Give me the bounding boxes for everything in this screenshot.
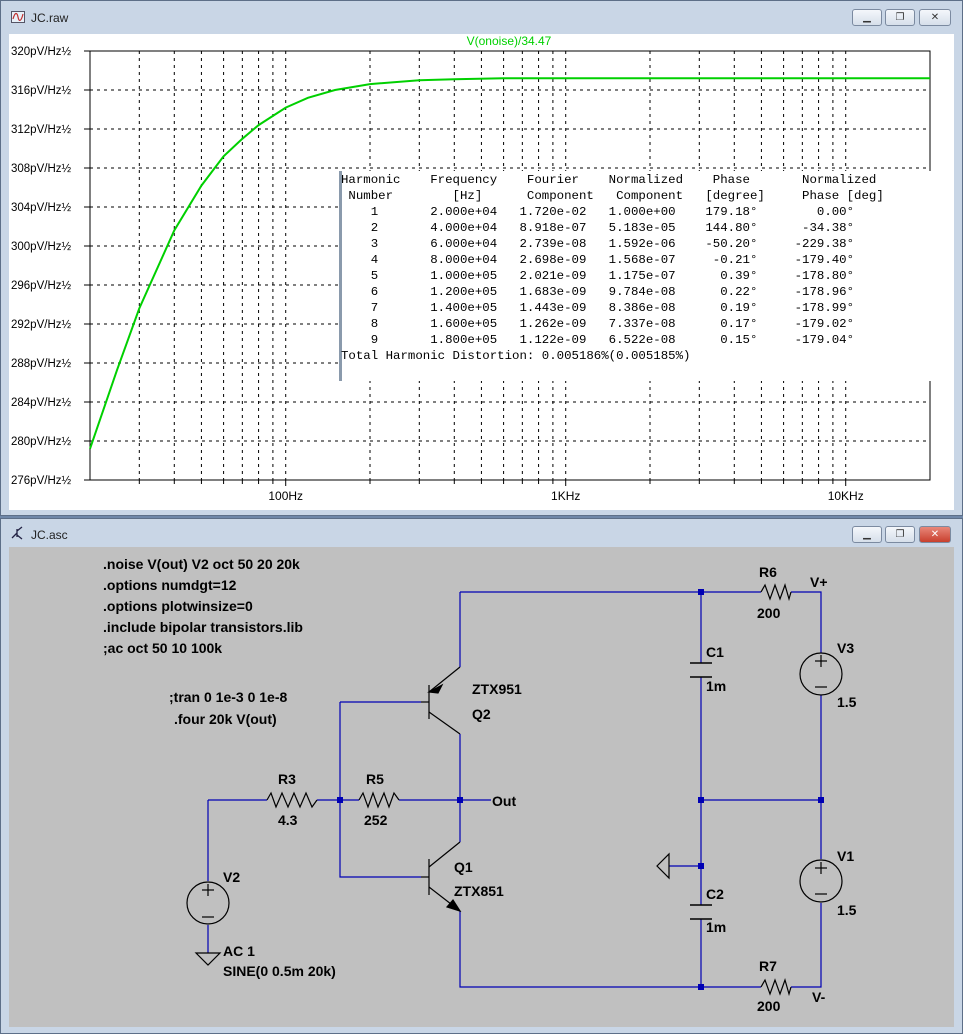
q2-label[interactable]: Q2 — [472, 706, 491, 722]
r7-resistor-symbol[interactable] — [760, 978, 792, 997]
vplus-net-label[interactable]: V+ — [810, 574, 828, 590]
y-tick-label: 308pV/Hz½ — [11, 163, 72, 175]
schematic-drawing[interactable]: .noise V(out) V2 oct 50 20 20k .options … — [9, 547, 954, 1027]
schematic-window-icon — [11, 526, 23, 540]
v2-voltage-source-symbol[interactable] — [186, 881, 230, 925]
maximize-button[interactable]: ❐ — [885, 9, 915, 26]
y-tick-label: 296pV/Hz½ — [11, 280, 72, 292]
out-net-label[interactable]: Out — [492, 793, 516, 809]
v3-voltage-source-symbol[interactable] — [799, 652, 843, 696]
r7-label[interactable]: R7 — [759, 958, 777, 974]
fourier-table-scrollbar[interactable] — [339, 171, 342, 381]
wires — [207, 591, 822, 988]
q1-label[interactable]: Q1 — [454, 859, 473, 875]
spice-directive[interactable]: ;tran 0 1e-3 0 1e-8 — [169, 689, 287, 705]
v1-value[interactable]: 1.5 — [837, 902, 857, 918]
trace-series — [89, 77, 930, 450]
r6-label[interactable]: R6 — [759, 564, 777, 580]
y-tick-label: 284pV/Hz½ — [11, 397, 72, 409]
x-tick-label: 100Hz — [268, 489, 303, 503]
q2-pnp-transistor-symbol[interactable] — [421, 666, 461, 735]
r3-value[interactable]: 4.3 — [278, 812, 298, 828]
fourier-row: 1 2.000e+04 1.720e-02 1.000e+00 179.18° … — [341, 205, 855, 219]
schematic-window-titlebar[interactable]: JC.asc ▁ ❐ ✕ — [1, 519, 962, 551]
schematic-window: JC.asc ▁ ❐ ✕ — [0, 518, 963, 1034]
spice-directive[interactable]: .options plotwinsize=0 — [103, 598, 253, 614]
v2-sine-value[interactable]: SINE(0 0.5m 20k) — [223, 963, 336, 979]
close-button[interactable]: ✕ — [919, 9, 951, 26]
c2-label[interactable]: C2 — [706, 886, 724, 902]
v3-value[interactable]: 1.5 — [837, 694, 857, 710]
c1-value[interactable]: 1m — [706, 678, 726, 694]
y-tick-label: 292pV/Hz½ — [11, 319, 72, 331]
r5-value[interactable]: 252 — [364, 812, 388, 828]
ground-symbol — [194, 952, 222, 966]
fourier-row: 9 1.800e+05 1.122e-09 6.522e-08 0.15° -1… — [341, 333, 855, 347]
v1-voltage-source-symbol[interactable] — [799, 859, 843, 903]
y-tick-label: 280pV/Hz½ — [11, 436, 72, 448]
c2-value[interactable]: 1m — [706, 919, 726, 935]
fourier-header-1: Harmonic Frequency Fourier Normalized Ph… — [341, 173, 877, 187]
y-tick-label: 320pV/Hz½ — [11, 46, 72, 58]
v3-label[interactable]: V3 — [837, 640, 854, 656]
waveform-plot-pane[interactable]: V(onoise)/34.47 320pV/Hz½ 316pV/Hz½ 312pV/… — [9, 34, 954, 510]
c1-capacitor-symbol[interactable] — [690, 662, 712, 678]
maximize-button[interactable]: ❐ — [885, 526, 915, 543]
r7-value[interactable]: 200 — [757, 998, 781, 1014]
fourier-row: 4 8.000e+04 2.698e-09 1.568e-07 -0.21° -… — [341, 253, 855, 267]
spice-directive[interactable]: ;ac oct 50 10 100k — [103, 640, 222, 656]
fourier-row: 7 1.400e+05 1.443e-09 8.386e-08 0.19° -1… — [341, 301, 855, 315]
spice-directive[interactable]: .four 20k V(out) — [174, 711, 277, 727]
trace-label[interactable]: V(onoise)/34.47 — [467, 34, 552, 48]
c2-capacitor-symbol[interactable] — [690, 904, 712, 920]
fourier-row: 3 6.000e+04 2.739e-08 1.592e-06 -50.20° … — [341, 237, 855, 251]
y-axis: 320pV/Hz½ 316pV/Hz½ 312pV/Hz½ 308pV/Hz½ 304p… — [11, 46, 90, 487]
minimize-button[interactable]: ▁ — [852, 9, 882, 26]
noise-trace-line[interactable] — [89, 77, 930, 450]
spice-directive[interactable]: .options numdgt=12 — [103, 577, 237, 593]
q2-model-label[interactable]: ZTX951 — [472, 681, 522, 697]
y-tick-label: 300pV/Hz½ — [11, 241, 72, 253]
r3-label[interactable]: R3 — [278, 771, 296, 787]
v2-label[interactable]: V2 — [223, 869, 240, 885]
spice-directive[interactable]: .include bipolar transistors.lib — [103, 619, 303, 635]
minimize-button[interactable]: ▁ — [852, 526, 882, 543]
fourier-row: 5 1.000e+05 2.021e-09 1.175e-07 0.39° -1… — [341, 269, 855, 283]
schematic-window-title: JC.asc — [31, 528, 68, 542]
r5-resistor-symbol[interactable] — [358, 791, 400, 809]
plot-window-title: JC.raw — [31, 11, 69, 25]
v2-ac-value[interactable]: AC 1 — [223, 943, 255, 959]
fourier-table: Harmonic Frequency Fourier Normalized Ph… — [339, 171, 939, 381]
junction-dots — [337, 589, 824, 990]
plot-window: JC.raw ▁ ❐ ✕ V(onoise)/34.47 320pV/Hz½ 31… — [0, 0, 963, 516]
q1-npn-transistor-symbol[interactable] — [421, 841, 462, 913]
r3-resistor-symbol[interactable] — [266, 791, 318, 809]
x-tick-label: 1KHz — [551, 489, 580, 503]
close-button[interactable]: ✕ — [919, 526, 951, 543]
y-tick-label: 276pV/Hz½ — [11, 475, 72, 487]
r6-resistor-symbol[interactable] — [760, 583, 792, 602]
fourier-row: 8 1.600e+05 1.262e-09 7.337e-08 0.17° -1… — [341, 317, 855, 331]
plot-window-titlebar[interactable]: JC.raw ▁ ❐ ✕ — [1, 1, 962, 33]
ground-symbol — [656, 852, 670, 880]
c1-label[interactable]: C1 — [706, 644, 724, 660]
fourier-header-2: Number [Hz] Component Component [degree]… — [341, 189, 884, 203]
y-tick-label: 304pV/Hz½ — [11, 202, 72, 214]
waveform-window-icon — [11, 11, 25, 23]
schematic-canvas[interactable]: .noise V(out) V2 oct 50 20 20k .options … — [9, 547, 954, 1027]
y-tick-label: 312pV/Hz½ — [11, 124, 72, 136]
r6-value[interactable]: 200 — [757, 605, 781, 621]
y-tick-label: 316pV/Hz½ — [11, 85, 72, 97]
spice-directive[interactable]: .noise V(out) V2 oct 50 20 20k — [103, 556, 300, 572]
r5-label[interactable]: R5 — [366, 771, 384, 787]
fourier-row: 2 4.000e+04 8.918e-07 5.183e-05 144.80° … — [341, 221, 855, 235]
y-tick-label: 288pV/Hz½ — [11, 358, 72, 370]
v1-label[interactable]: V1 — [837, 848, 854, 864]
fourier-row: 6 1.200e+05 1.683e-09 9.784e-08 0.22° -1… — [341, 285, 855, 299]
fourier-total-thd: Total Harmonic Distortion: 0.005186%(0.0… — [341, 349, 691, 363]
x-axis: 100Hz 1KHz 10KHz — [138, 480, 864, 503]
vminus-net-label[interactable]: V- — [812, 989, 826, 1005]
q1-model-label[interactable]: ZTX851 — [454, 883, 504, 899]
x-tick-label: 10KHz — [828, 489, 864, 503]
